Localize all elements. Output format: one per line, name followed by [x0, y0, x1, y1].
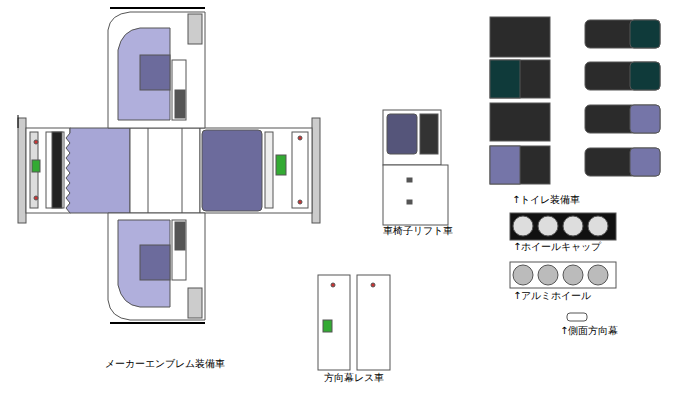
caption-label: 車椅子リフト車: [383, 225, 453, 237]
caption-label: ↑トイレ装備車: [512, 194, 580, 206]
caption-label: ↑側面方向幕: [560, 325, 618, 337]
caption-label: ↑アルミホイール: [513, 290, 591, 302]
caption-label: メーカーエンブレム装備車: [105, 358, 225, 370]
caption-label: ↑ホイールキャップ: [513, 241, 601, 253]
caption-label: 方向幕レス車: [324, 372, 384, 384]
